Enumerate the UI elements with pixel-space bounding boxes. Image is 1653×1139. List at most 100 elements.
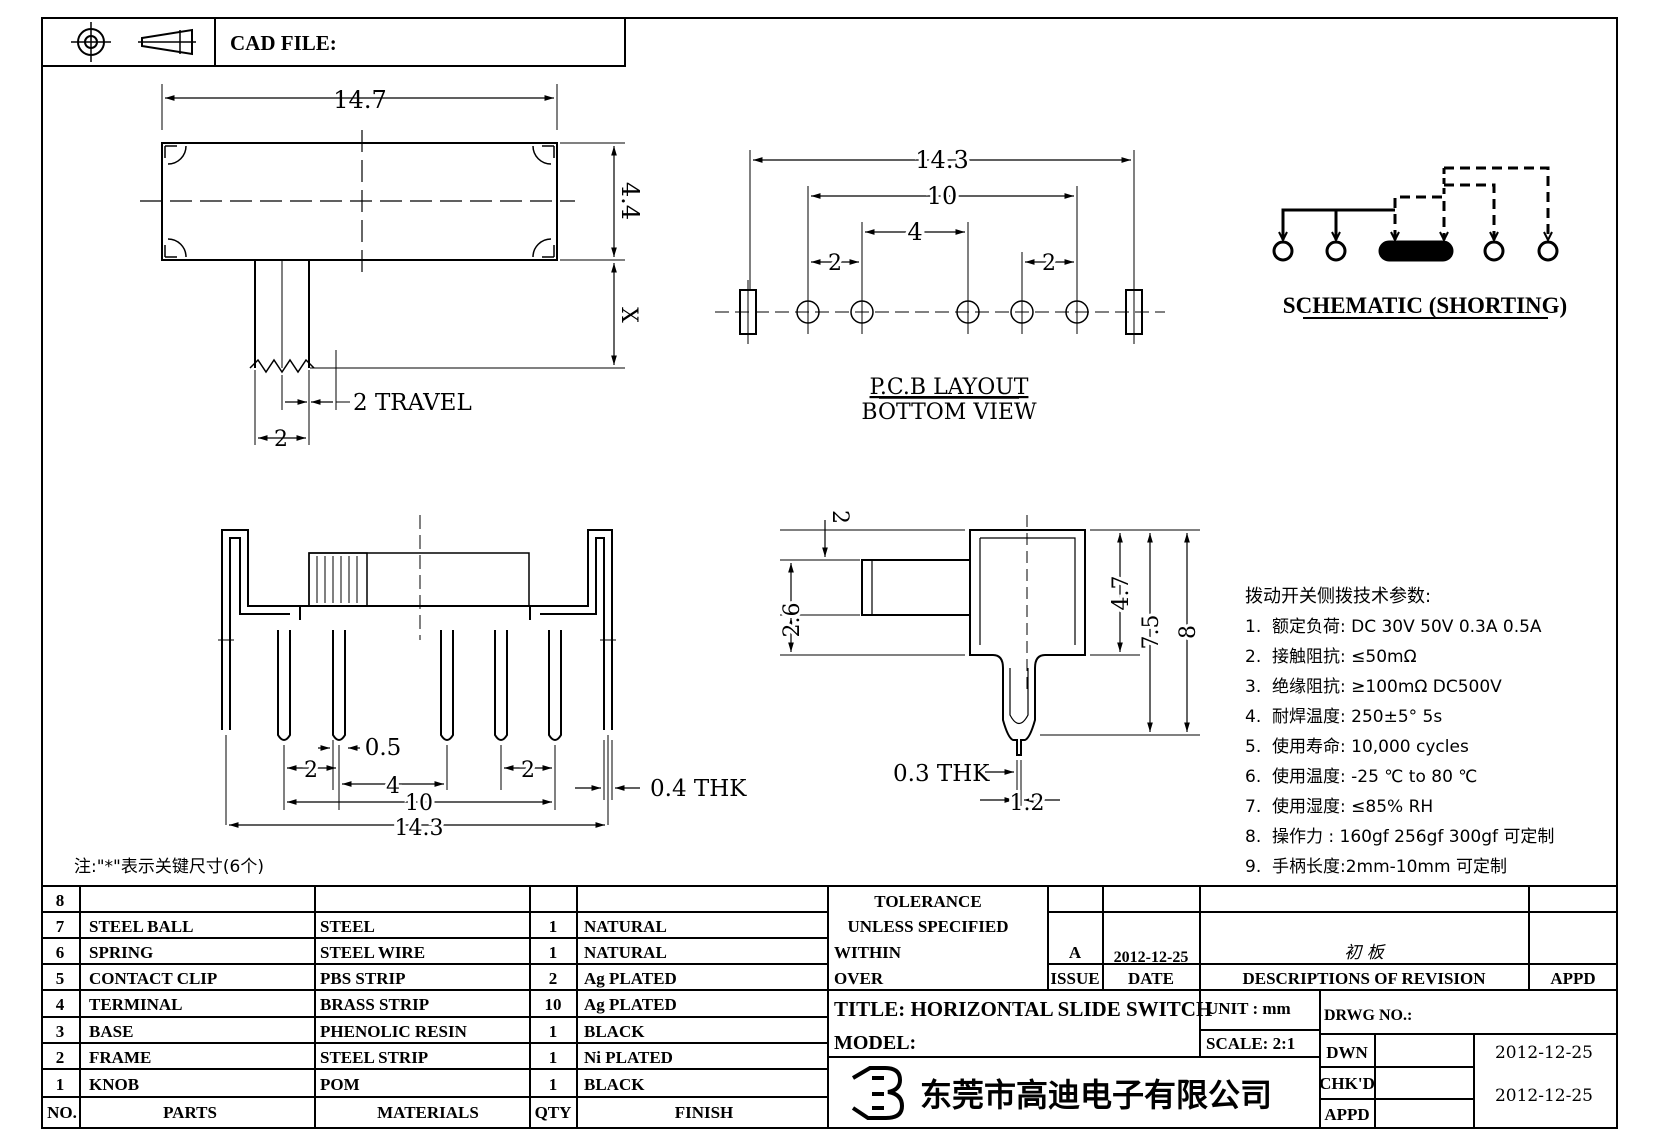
scale-label: SCALE: 2:1	[1206, 1034, 1295, 1053]
side-view	[780, 515, 1200, 810]
bom-row: 5 CONTACT CLIP PBS STRIP 2 Ag PLATED	[56, 969, 677, 988]
descriptions-label: DESCRIPTIONS OF REVISION	[1242, 969, 1486, 988]
front-dim-10: 10	[405, 791, 433, 816]
spec-num: 8.	[1245, 827, 1261, 847]
front-dim-4: 4	[386, 774, 400, 799]
schematic-diagram	[1272, 166, 1559, 262]
bom-no: 6	[56, 943, 65, 962]
bom-material: PHENOLIC RESIN	[320, 1022, 468, 1041]
spec-num: 1.	[1245, 617, 1261, 637]
bom-row: 2 FRAME STEEL STRIP 1 Ni PLATED	[56, 1048, 673, 1067]
gaodi-logo-icon	[851, 1066, 905, 1120]
bom-header-finish: FINISH	[675, 1103, 734, 1122]
bom-no: 1	[56, 1075, 65, 1094]
bom-finish: BLACK	[584, 1075, 645, 1094]
spec-text: 耐焊温度: 250±5° 5s	[1272, 707, 1442, 727]
chkd-date: 2012-12-25	[1495, 1086, 1593, 1106]
spec-num: 7.	[1245, 797, 1261, 817]
side-thk: 0.3 THK	[893, 761, 990, 787]
bom-finish: BLACK	[584, 1022, 645, 1041]
side-dim-75: 7.5	[1139, 615, 1164, 650]
bom-no: 2	[56, 1048, 65, 1067]
spec-text: 使用寿命: 10,000 cycles	[1272, 736, 1469, 757]
bom-part: FRAME	[89, 1048, 151, 1067]
bom-part: BASE	[89, 1022, 133, 1041]
info-block: TOLERANCE UNLESS SPECIFIED WITHIN OVER A…	[834, 892, 1596, 1124]
bom-qty: 1	[549, 1022, 558, 1041]
over-label: OVER	[834, 969, 884, 988]
bom-row: 8	[56, 891, 65, 910]
top-view	[140, 84, 625, 445]
spec-text: 手柄长度:2mm-10mm 可定制	[1272, 857, 1507, 877]
bom-finish: Ag PLATED	[584, 969, 677, 988]
bom-qty: 2	[549, 969, 558, 988]
side-dim-8: 8	[1176, 625, 1201, 639]
bom-finish: Ni PLATED	[584, 1048, 673, 1067]
front-view	[218, 515, 640, 828]
pcb-bottom-view-label: BOTTOM VIEW	[861, 400, 1037, 425]
bom-no: 3	[56, 1022, 65, 1041]
appd-label: APPD	[1550, 969, 1595, 988]
spec-text: 使用湿度: ≤85% RH	[1272, 796, 1433, 817]
bom-finish: NATURAL	[584, 917, 667, 936]
bom-material: PBS STRIP	[320, 969, 406, 988]
spec-text: 使用温度: -25 ℃ to 80 ℃	[1272, 766, 1477, 787]
bom-qty: 1	[549, 1075, 558, 1094]
spec-text: 接触阻抗: ≤50mΩ	[1272, 647, 1417, 667]
bom-material: BRASS STRIP	[320, 995, 429, 1014]
dwn-date: 2012-12-25	[1495, 1043, 1593, 1063]
bom-table: 8 7 STEEL BALL STEEL 1 NATURAL 6 SPRING …	[47, 891, 733, 1122]
bom-header-qty: QTY	[535, 1103, 572, 1122]
pcb-layout	[715, 150, 1165, 344]
pcb-dim-2-left: 2	[828, 251, 842, 276]
bom-header-parts: PARTS	[163, 1103, 217, 1122]
bom-no: 4	[56, 995, 65, 1014]
appd2-label: APPD	[1324, 1105, 1369, 1124]
bom-header-no: NO.	[47, 1103, 77, 1122]
side-dim-26: 2.6	[780, 603, 805, 638]
bom-material: STEEL	[320, 917, 375, 936]
bom-part: SPRING	[89, 943, 153, 962]
bom-finish: Ag PLATED	[584, 995, 677, 1014]
pcb-dim-10: 10	[927, 182, 958, 210]
side-dim-2: 2	[827, 510, 852, 524]
issue-label: ISSUE	[1050, 969, 1099, 988]
spec-num: 9.	[1245, 857, 1261, 877]
side-dim-47: 4.7	[1109, 576, 1134, 611]
dwn-label: DWN	[1326, 1043, 1368, 1062]
top-travel-label: 2 TRAVEL	[353, 390, 472, 416]
bom-row: 1 KNOB POM 1 BLACK	[56, 1075, 645, 1094]
front-dim-05: 0.5	[365, 735, 402, 761]
bom-no: 7	[56, 917, 65, 936]
top-dim-knob: 2	[274, 427, 288, 452]
schematic-label: SCHEMATIC (SHORTING)	[1283, 293, 1567, 318]
front-dim-2-left: 2	[304, 758, 318, 783]
front-thk: 0.4 THK	[650, 776, 747, 802]
unless-specified-label: UNLESS SPECIFIED	[847, 917, 1008, 936]
company-name: 东莞市高迪电子有限公司	[920, 1076, 1272, 1114]
issue-date: 2012-12-25	[1114, 949, 1189, 966]
top-dim-x: X	[616, 307, 641, 323]
bom-part: CONTACT CLIP	[89, 969, 217, 988]
front-dim-2-right: 2	[521, 758, 535, 783]
bom-no: 8	[56, 891, 65, 910]
bom-qty: 1	[549, 917, 558, 936]
bom-part: TERMINAL	[89, 995, 183, 1014]
bom-material: STEEL WIRE	[320, 943, 425, 962]
third-angle-projection-icon	[71, 22, 196, 62]
bom-header-materials: MATERIALS	[377, 1103, 479, 1122]
top-dim-length: 14.7	[333, 86, 386, 114]
front-dim-143: 14.3	[395, 816, 444, 841]
bom-row: 6 SPRING STEEL WIRE 1 NATURAL	[56, 943, 667, 962]
pcb-layout-label: P.C.B LAYOUT	[870, 375, 1029, 400]
spec-text: 额定负荷: DC 30V 50V 0.3A 0.5A	[1272, 617, 1542, 637]
spec-text: 操作力 : 160gf 256gf 300gf 可定制	[1272, 827, 1554, 847]
pcb-dim-2-right: 2	[1042, 251, 1056, 276]
bom-no: 5	[56, 969, 65, 988]
cad-file-label: CAD FILE:	[230, 31, 337, 55]
header-block: CAD FILE:	[42, 18, 626, 67]
spec-num: 5.	[1245, 737, 1261, 757]
spec-num: 4.	[1245, 707, 1261, 727]
